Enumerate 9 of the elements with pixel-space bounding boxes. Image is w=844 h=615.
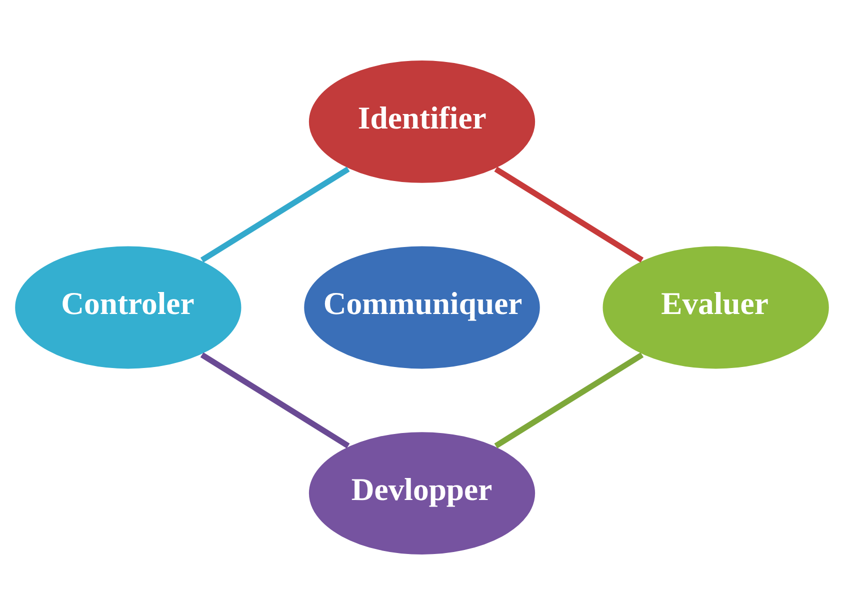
node-ellipse: Evaluer [601, 244, 830, 370]
connector [200, 166, 350, 263]
connector [200, 352, 350, 448]
node-ellipse: Identifier [308, 59, 536, 184]
node-ellipse: Controler [14, 244, 243, 370]
connector [494, 352, 644, 448]
node-ellipse: Devlopper [308, 430, 536, 556]
connector [494, 166, 644, 263]
node-ellipse: Communiquer [302, 244, 542, 370]
